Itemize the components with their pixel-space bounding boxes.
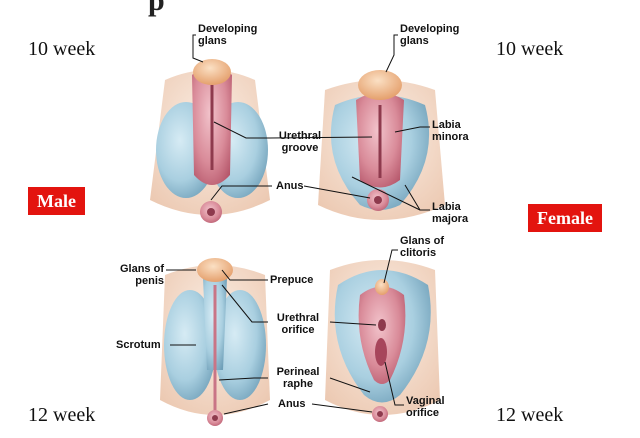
female-10-week-figure bbox=[318, 70, 445, 220]
label-anus-bottom: Anus bbox=[278, 398, 306, 410]
female-badge: Female bbox=[528, 204, 602, 232]
developing-glans bbox=[358, 70, 402, 100]
page-title-fragment: p bbox=[148, 0, 165, 17]
male-12-week-figure bbox=[160, 258, 270, 426]
week-label-bottom-right: 12 week bbox=[496, 404, 564, 426]
leader-lines bbox=[166, 34, 430, 415]
label-anus-top: Anus bbox=[276, 180, 304, 192]
male-10-week-figure bbox=[150, 59, 270, 223]
week-label-bottom-left: 12 week bbox=[28, 404, 96, 426]
male-badge: Male bbox=[28, 187, 85, 215]
week-label-top-left: 10 week bbox=[28, 38, 96, 60]
week-label-top-right: 10 week bbox=[496, 38, 564, 60]
scrotum-right bbox=[214, 290, 266, 400]
label-prepuce: Prepuce bbox=[270, 274, 314, 286]
vaginal-orifice bbox=[375, 338, 387, 366]
female-12-week-figure bbox=[325, 260, 440, 422]
glans-of-penis bbox=[197, 258, 233, 282]
label-scrotum: Scrotum bbox=[116, 339, 161, 351]
developing-glans bbox=[193, 59, 231, 85]
labia-minora bbox=[358, 286, 406, 384]
urethral-orifice bbox=[378, 319, 386, 331]
glans-of-clitoris bbox=[375, 279, 389, 295]
